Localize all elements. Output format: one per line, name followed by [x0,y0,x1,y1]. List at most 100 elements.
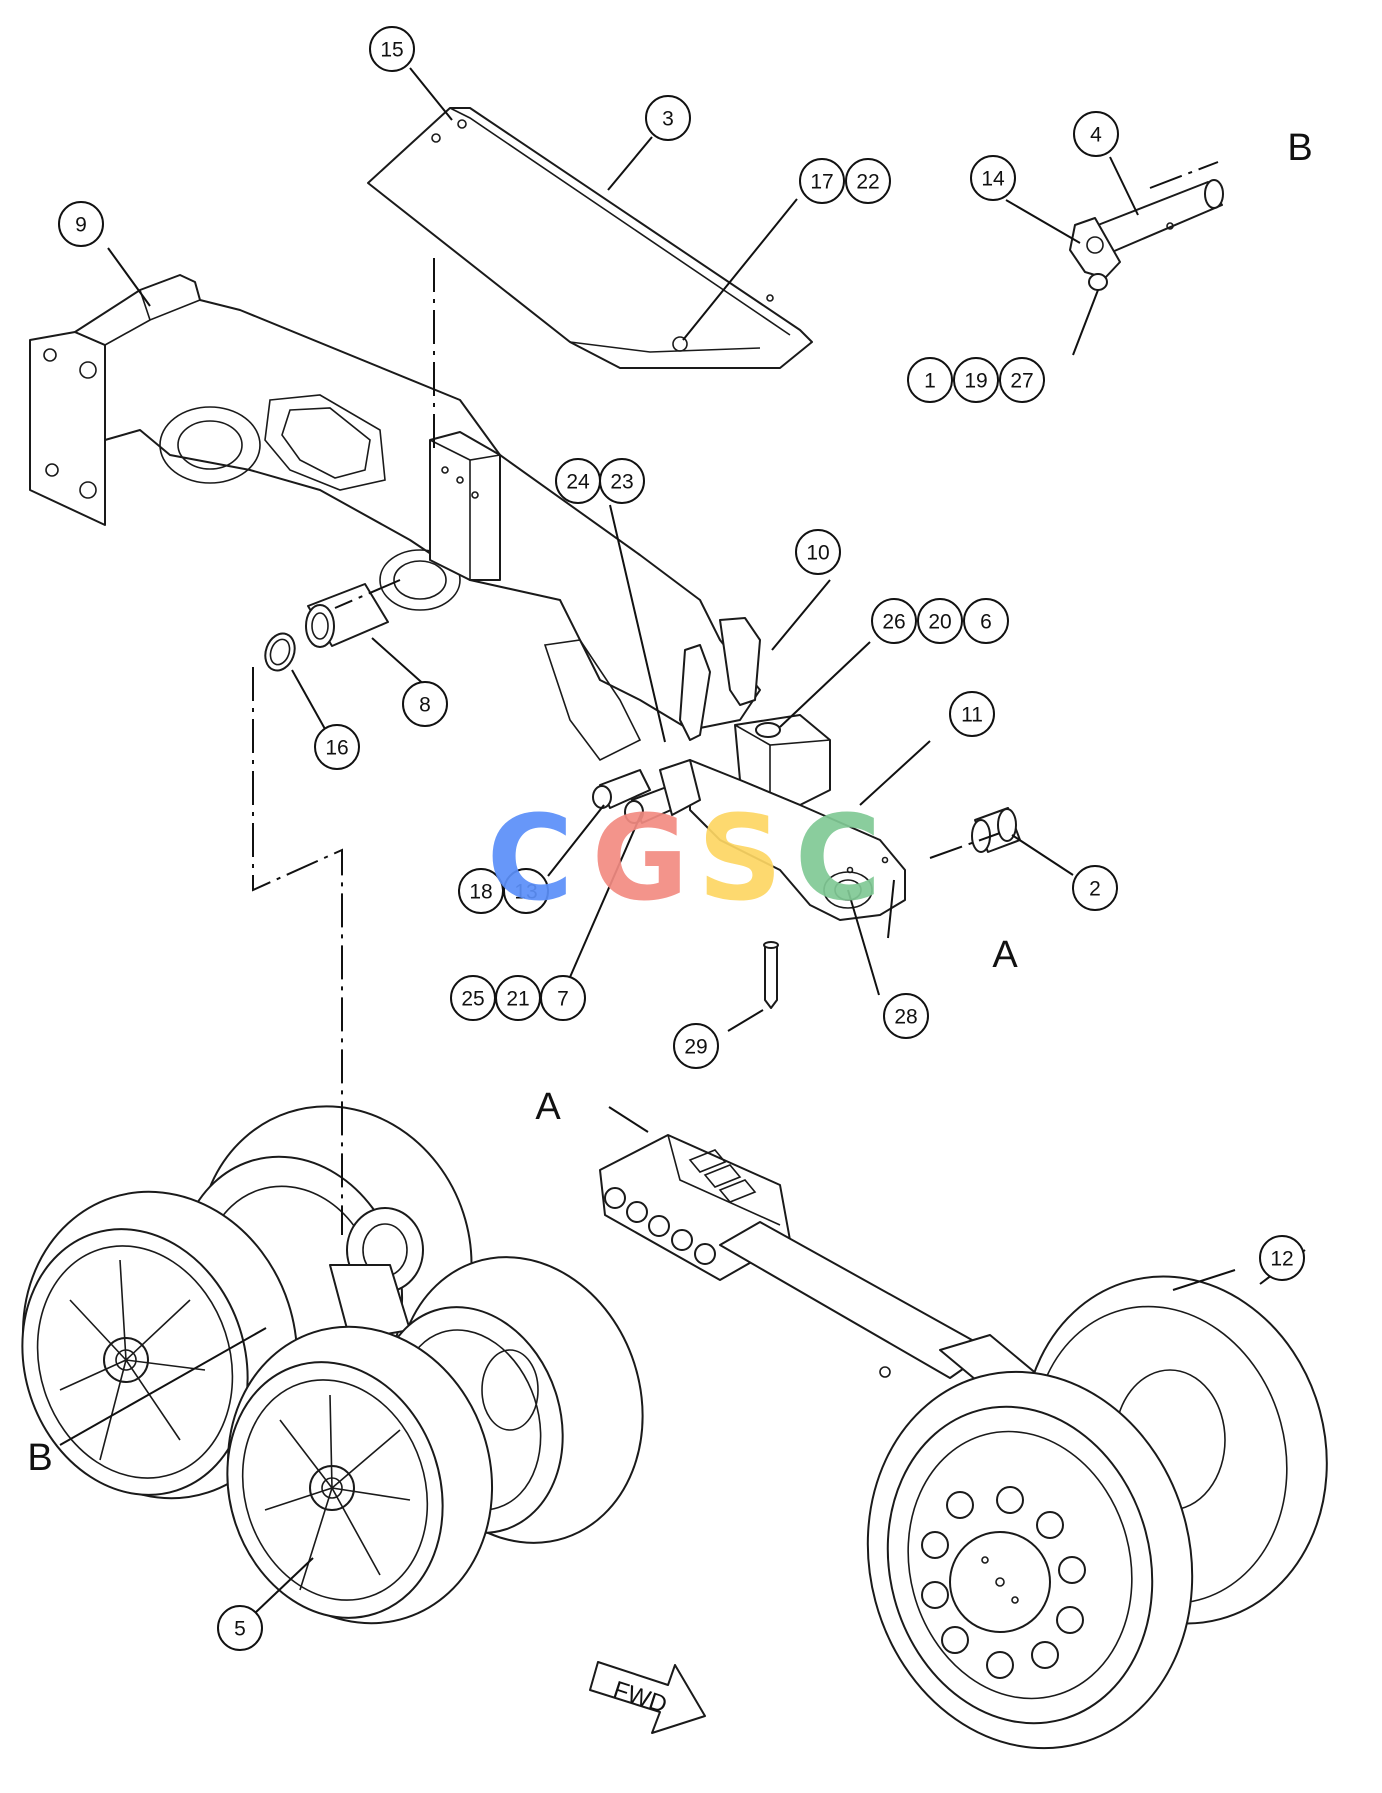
callout-16[interactable]: 16 [314,724,360,770]
callout-number: 27 [1010,370,1033,393]
callout-number: 22 [856,171,879,194]
callout-number: 16 [325,737,348,760]
callout-number: 15 [380,39,403,62]
callout-13[interactable]: 13 [503,868,549,914]
callout-14[interactable]: 14 [970,155,1016,201]
callout-number: 18 [469,881,492,904]
bracket-part-10 [679,617,761,741]
callout-number: 24 [566,471,590,494]
callout-20[interactable]: 20 [917,598,963,644]
callout-circle [871,598,917,644]
callout-8[interactable]: 8 [402,681,448,727]
callout-number: 4 [1090,124,1102,147]
callout-18[interactable]: 18 [458,868,504,914]
callout-circle [369,26,415,72]
view-letter-a-lower: A [535,1086,561,1128]
callout-22[interactable]: 22 [845,158,891,204]
callout-number: 5 [234,1618,246,1641]
callout-circle [907,357,953,403]
callout-19[interactable]: 19 [953,357,999,403]
callout-27[interactable]: 27 [999,357,1045,403]
forward-direction-arrow[interactable]: FWD [589,1661,706,1734]
callout-28[interactable]: 28 [883,993,929,1039]
callout-number: 2 [1089,878,1101,901]
callout-number: 1 [924,370,936,393]
leader-lines [59,67,1306,1614]
callout-circle [845,158,891,204]
callout-circle [314,724,360,770]
callout-circle [540,975,586,1021]
callout-circle [917,598,963,644]
watermark-letter-2: G [592,789,689,927]
callout-6[interactable]: 6 [963,598,1009,644]
centerlines [252,161,1219,1235]
pin-part-4 [1069,179,1224,291]
equalizer-arm-part-11 [689,759,906,921]
view-letter-a-mid: A [992,934,1018,976]
callout-12[interactable]: 12 [1259,1235,1305,1281]
callout-circle [883,993,929,1039]
callout-number: 6 [980,611,992,634]
callout-circle [673,1023,719,1069]
callout-number: 21 [506,988,529,1011]
callout-number: 10 [806,542,829,565]
view-reference-letters: B A A B [27,127,1312,1479]
track-frame-part-9 [29,274,761,762]
callout-15[interactable]: 15 [369,26,415,72]
ring-part-16 [264,632,296,672]
view-letter-b-left: B [27,1437,52,1479]
callout-number: 3 [662,108,674,131]
callout-10[interactable]: 10 [795,529,841,575]
callout-circle [999,357,1045,403]
watermark-letter-3: S [698,789,783,927]
callout-9[interactable]: 9 [58,201,104,247]
callout-2[interactable]: 2 [1072,865,1118,911]
callout-number: 7 [557,988,569,1011]
callout-circle [1259,1235,1305,1281]
callout-circle [953,357,999,403]
callout-11[interactable]: 11 [949,691,995,737]
callout-1[interactable]: 1 [907,357,953,403]
watermark-letter-4: C [795,789,882,927]
axle-roller-part-12 [599,1134,1328,1750]
callout-number: 25 [461,988,484,1011]
bolt-assembly-part-13 [592,759,701,824]
callout-circle [799,158,845,204]
callout-5[interactable]: 5 [217,1605,263,1651]
callout-circle [503,868,549,914]
bolt-block-part-26 [734,714,831,806]
callout-25[interactable]: 25 [450,975,496,1021]
callout-24[interactable]: 24 [555,458,601,504]
callout-number: 19 [964,370,987,393]
callout-number: 26 [882,611,905,634]
callout-circle [58,201,104,247]
cgsc-watermark: C G S C [487,789,882,927]
bushing-part-8 [305,583,389,648]
callout-circle [1072,865,1118,911]
pin-bolt-part-29 [763,941,779,1009]
sleeve-part-2 [971,807,1021,853]
callout-circle [795,529,841,575]
callout-number: 11 [961,704,983,727]
callout-23[interactable]: 23 [599,458,645,504]
callout-circle [970,155,1016,201]
callout-circle [645,95,691,141]
callout-circle [217,1605,263,1651]
callout-number: 8 [419,694,431,717]
callout-17[interactable]: 17 [799,158,845,204]
callout-number: 29 [684,1036,707,1059]
roller-group-part-5 [21,1105,644,1625]
callout-circle [949,691,995,737]
callout-4[interactable]: 4 [1073,111,1119,157]
callout-21[interactable]: 21 [495,975,541,1021]
callout-7[interactable]: 7 [540,975,586,1021]
callout-number: 17 [810,171,833,194]
callout-26[interactable]: 26 [871,598,917,644]
cover-plate-part-3 [367,107,813,369]
callout-number: 9 [75,214,87,237]
callout-number: 13 [514,881,537,904]
callout-3[interactable]: 3 [645,95,691,141]
callout-29[interactable]: 29 [673,1023,719,1069]
callout-number: 20 [928,611,951,634]
